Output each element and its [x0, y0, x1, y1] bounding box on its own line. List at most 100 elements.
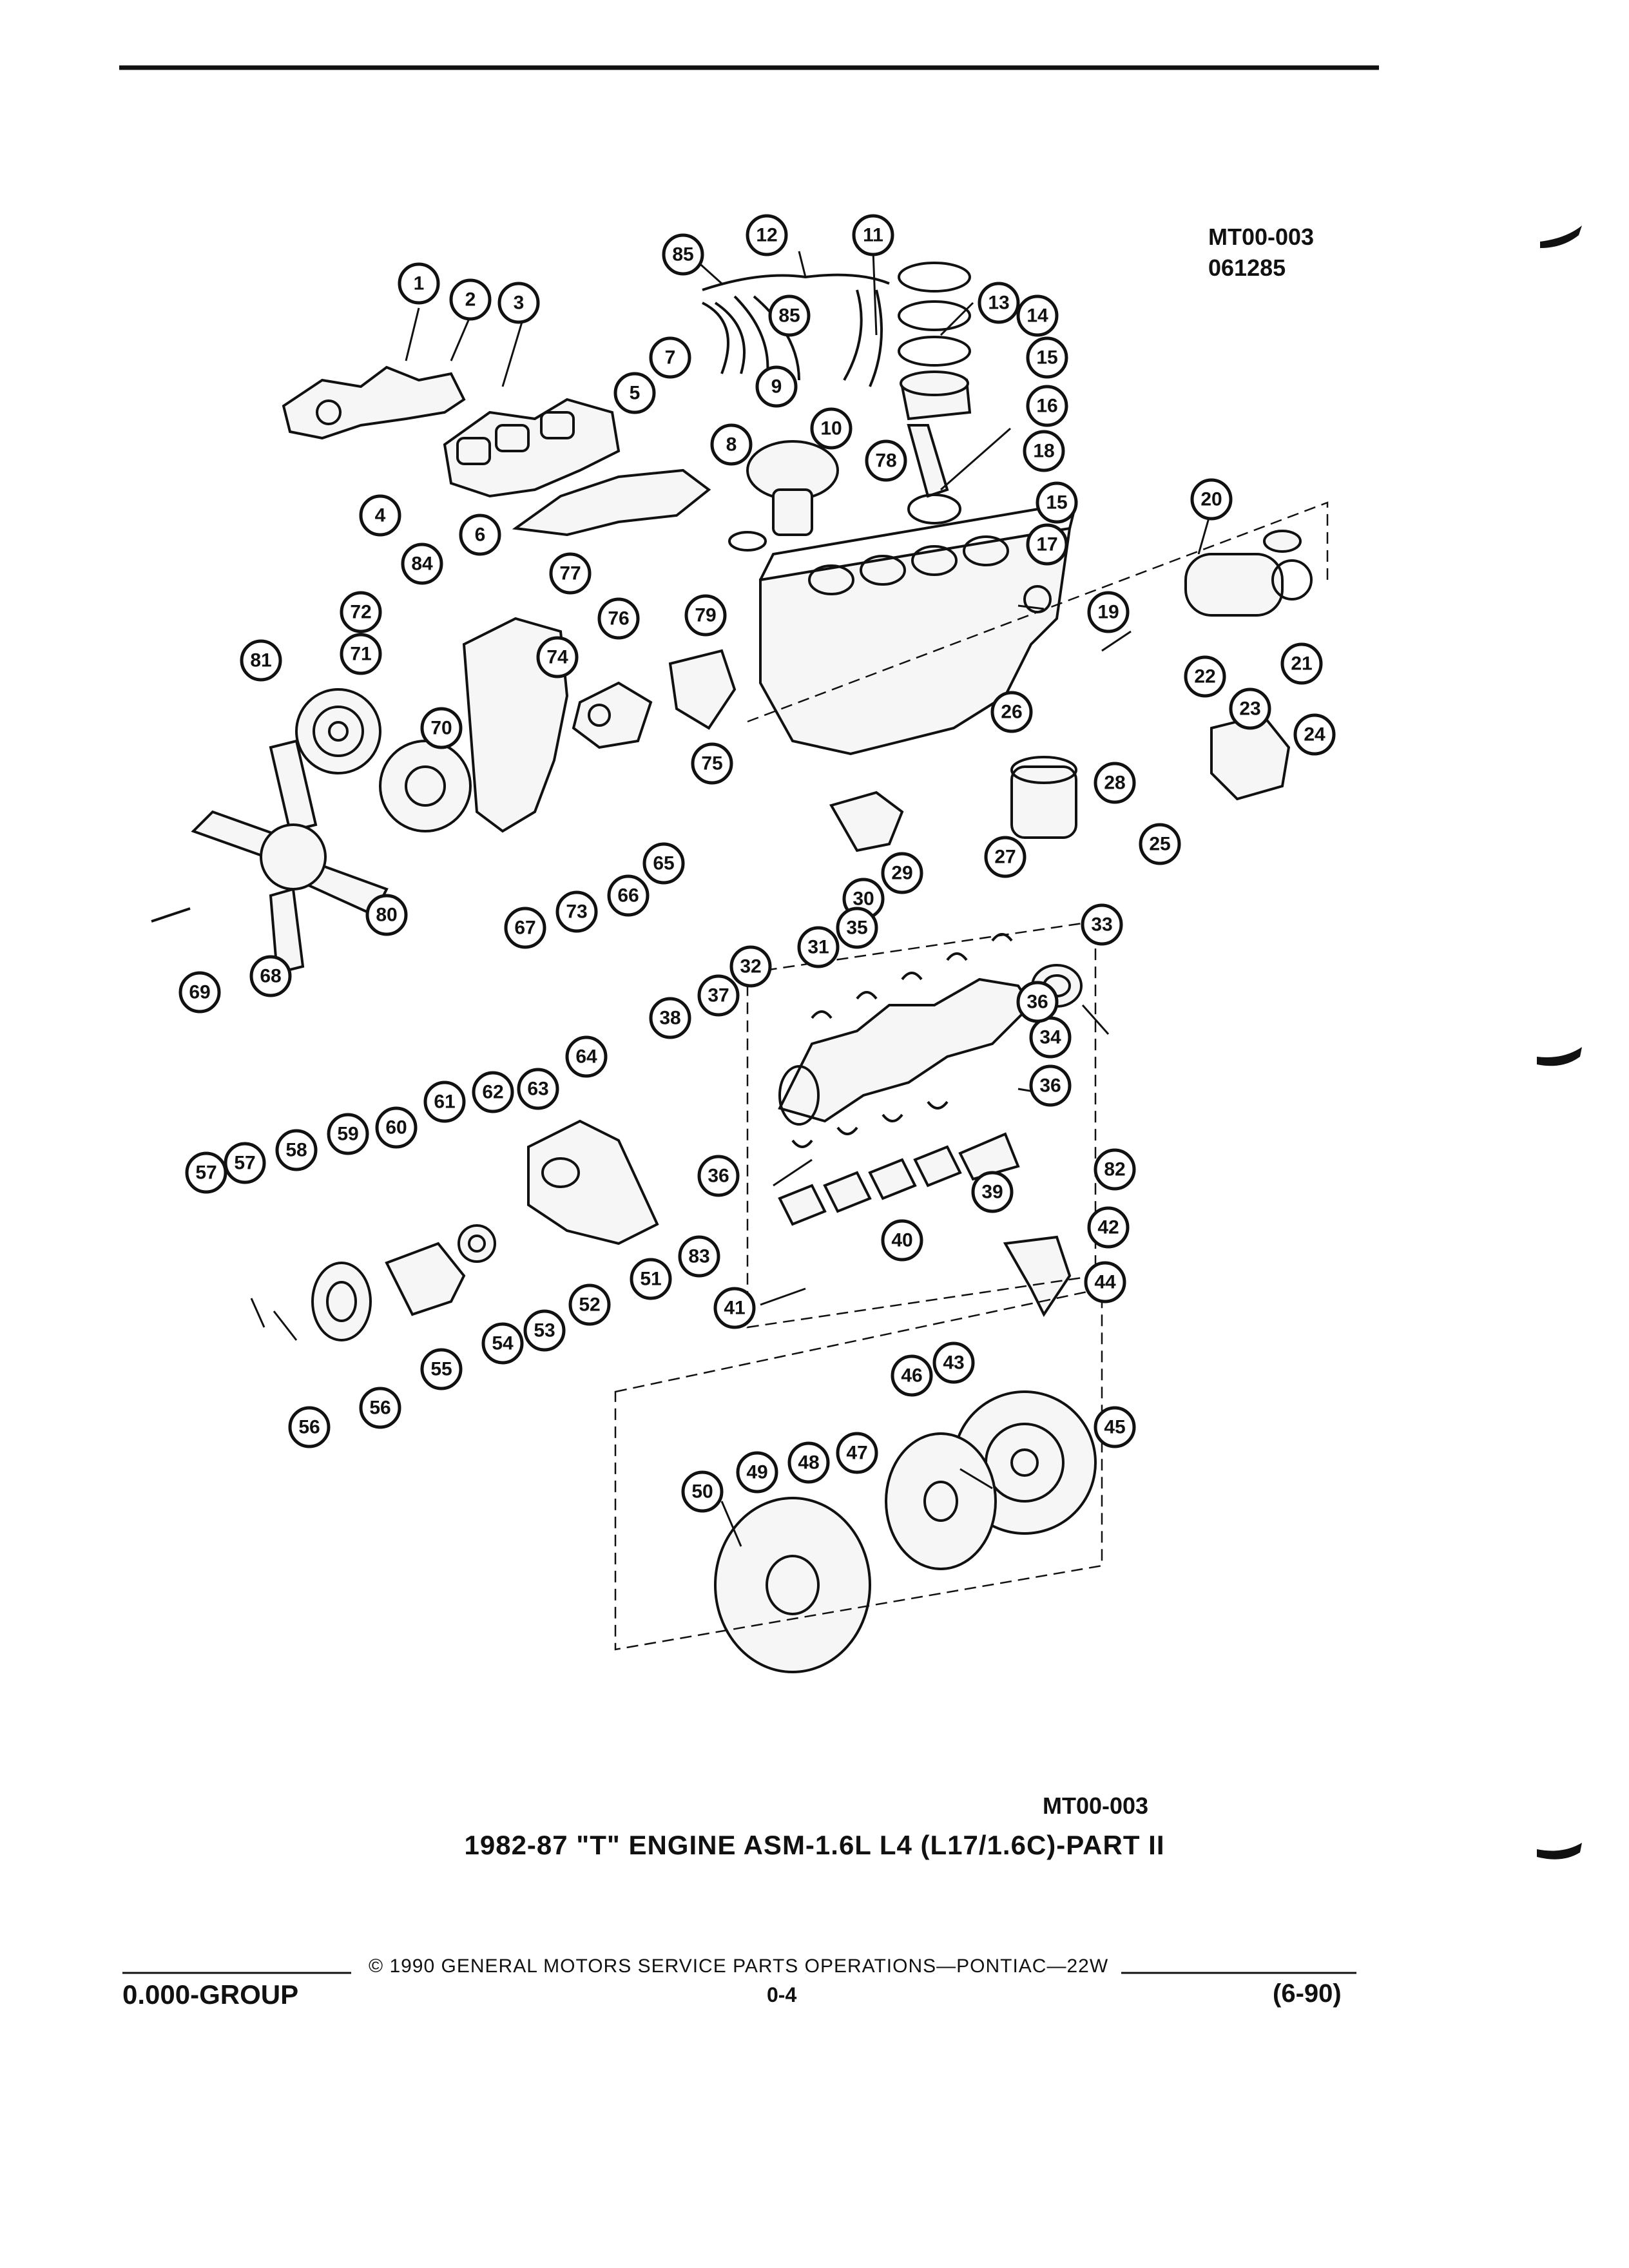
water-pump [572, 681, 653, 749]
callout-8: 8 [710, 423, 753, 466]
callout-label: 62 [482, 1082, 503, 1103]
callout-29: 29 [881, 852, 923, 894]
timing-belt-cover [462, 617, 569, 833]
callout-label: 8 [726, 434, 737, 456]
callout-70: 70 [420, 707, 463, 749]
callout-label: 44 [1094, 1272, 1116, 1293]
callout-label: 28 [1104, 773, 1125, 794]
callout-label: 72 [350, 602, 371, 623]
callout-label: 71 [350, 644, 371, 665]
callout-36: 36 [1016, 981, 1059, 1023]
callout-label: 49 [746, 1462, 767, 1483]
callout-label: 59 [337, 1124, 358, 1145]
callout-39: 39 [971, 1171, 1014, 1213]
oil-pump [829, 791, 904, 852]
callout-label: 16 [1036, 396, 1057, 417]
callout-51: 51 [630, 1258, 672, 1300]
callout-label: 2 [465, 289, 476, 311]
callout-label: 82 [1104, 1159, 1125, 1180]
callout-7: 7 [649, 336, 691, 379]
exhaust-manifold [443, 398, 621, 498]
page-number: 0-4 [767, 1983, 797, 2006]
figure-caption: 1982-87 "T" ENGINE ASM-1.6L L4 (L17/1.6C… [464, 1830, 1165, 1860]
tensioner-bracket [385, 1242, 466, 1316]
callout-78: 78 [865, 439, 907, 482]
callout-label: 76 [608, 608, 629, 629]
callout-85: 85 [768, 294, 811, 337]
piston-rings [898, 262, 971, 367]
callout-label: 56 [298, 1417, 320, 1438]
callout-17: 17 [1026, 523, 1068, 566]
callout-label: 56 [369, 1398, 390, 1419]
callout-41: 41 [713, 1287, 756, 1329]
fan-blade [191, 739, 389, 975]
callout-label: 55 [430, 1359, 452, 1380]
callout-label: 17 [1036, 534, 1057, 555]
callout-35: 35 [836, 907, 878, 949]
callout-53: 53 [523, 1309, 566, 1352]
callout-66: 66 [607, 874, 650, 917]
callout-label: 34 [1039, 1027, 1061, 1048]
callout-71: 71 [340, 633, 382, 675]
callout-label: 35 [846, 918, 867, 939]
callout-label: 36 [708, 1166, 729, 1187]
crankshaft-sprocket [458, 1224, 496, 1263]
callout-77: 77 [549, 552, 592, 595]
callout-label: 54 [492, 1333, 514, 1354]
callout-74: 74 [536, 636, 579, 678]
callout-label: 22 [1194, 666, 1215, 687]
callout-label: 21 [1291, 653, 1312, 675]
callout-label: 52 [579, 1294, 600, 1316]
callout-60: 60 [375, 1106, 418, 1149]
connecting-rod [907, 424, 961, 524]
callout-23: 23 [1229, 687, 1271, 730]
callout-label: 45 [1104, 1417, 1125, 1438]
callout-46: 46 [891, 1354, 933, 1397]
callout-label: 74 [546, 647, 568, 668]
callout-5: 5 [613, 372, 656, 414]
callout-label: 31 [807, 937, 829, 958]
callout-label: 84 [411, 553, 433, 575]
group-code: 0.000-GROUP [122, 1979, 299, 2010]
callout-label: 13 [988, 293, 1009, 314]
piston [900, 370, 972, 421]
main-bearing-upper [811, 933, 1013, 1019]
callout-label: 5 [630, 383, 641, 404]
binding-mark-1 [1540, 226, 1582, 248]
callout-47: 47 [836, 1432, 878, 1474]
callout-label: 32 [740, 956, 761, 977]
figure-code-bottom: MT00-003 [1043, 1792, 1149, 1819]
clutch-disc [885, 1432, 997, 1570]
callout-75: 75 [691, 742, 733, 785]
figure-date: 061285 [1208, 255, 1286, 281]
callout-label: 60 [385, 1117, 407, 1139]
callout-21: 21 [1280, 642, 1323, 685]
callout-76: 76 [597, 597, 640, 640]
callout-label: 85 [778, 305, 800, 327]
callout-label: 23 [1239, 698, 1260, 720]
main-bearing-caps [778, 1132, 1020, 1226]
callout-32: 32 [729, 945, 772, 988]
callout-12: 12 [746, 214, 788, 256]
callout-label: 85 [672, 244, 693, 265]
callout-24: 24 [1293, 713, 1336, 756]
callout-label: 15 [1046, 492, 1067, 514]
callout-11: 11 [852, 214, 894, 256]
callout-label: 67 [514, 918, 535, 939]
revision-date: (6-90) [1273, 1979, 1342, 2008]
callout-14: 14 [1016, 294, 1059, 337]
callout-label: 10 [820, 418, 842, 439]
callout-73: 73 [555, 890, 598, 933]
frame-block-group [747, 501, 1329, 723]
callout-label: 39 [981, 1182, 1003, 1203]
fan-bolt [151, 907, 191, 923]
callout-label: 27 [994, 847, 1016, 868]
callout-67: 67 [504, 907, 546, 949]
callout-label: 50 [691, 1481, 713, 1503]
callout-15: 15 [1026, 336, 1068, 379]
callout-label: 43 [943, 1352, 964, 1374]
